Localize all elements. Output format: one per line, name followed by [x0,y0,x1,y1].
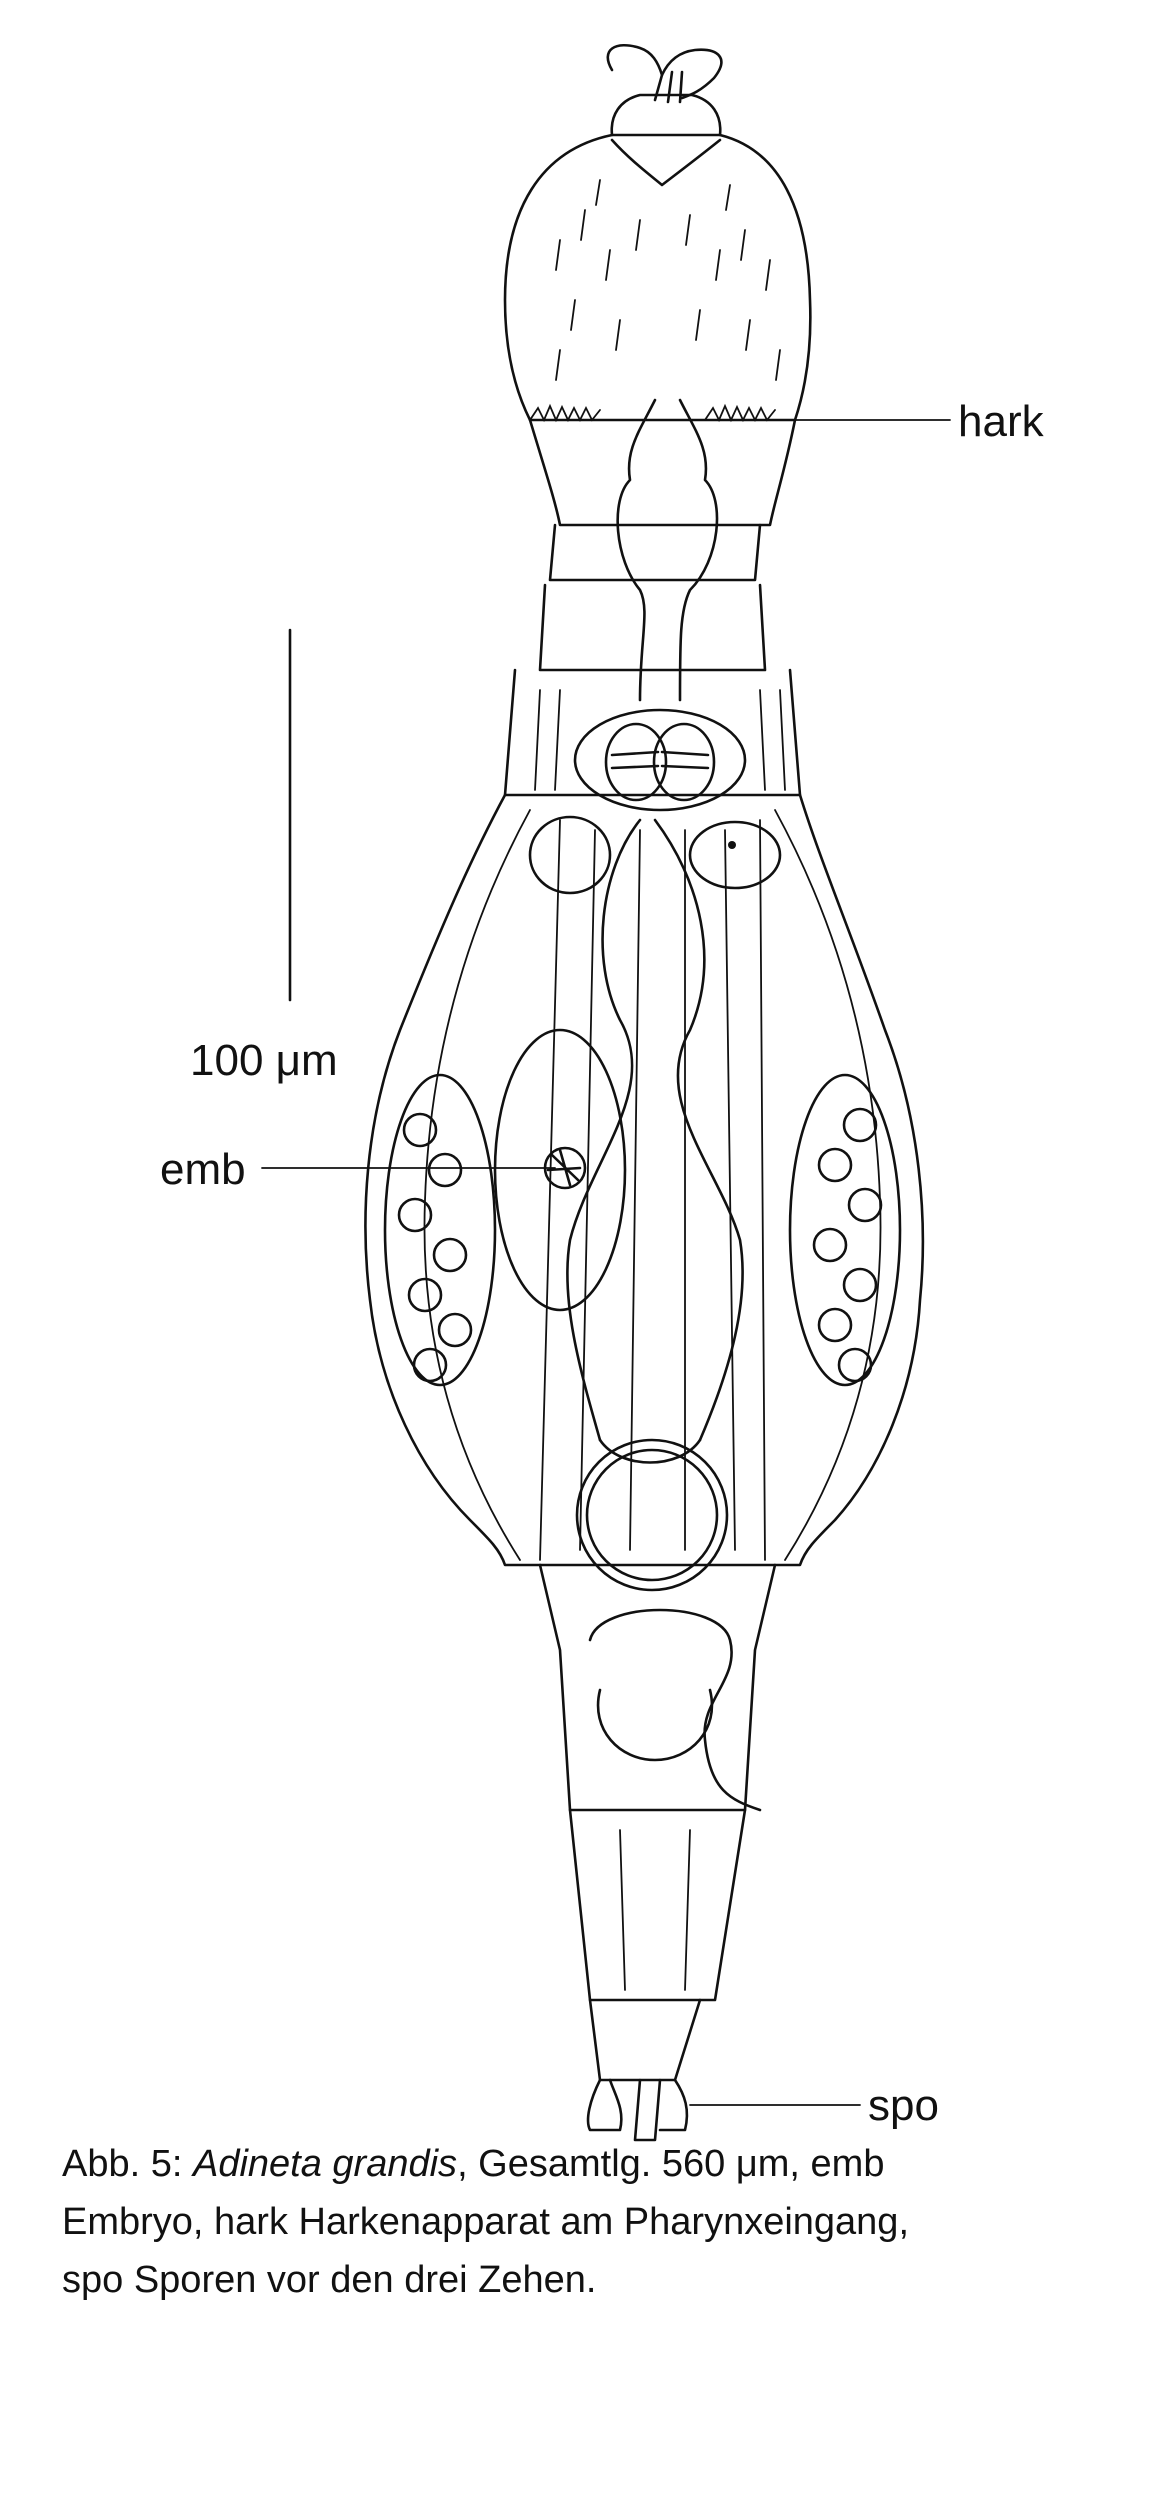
hark-callout: hark [794,397,1045,446]
lateral-glands [383,1073,902,1387]
spo-label: spo [868,2081,939,2130]
figure-caption: Abb. 5: Adineta grandis, Gesamtlg. 560 μ… [62,2135,1122,2309]
caption-prefix: Abb. 5: [62,2143,193,2185]
ovary-embryo [493,1028,627,1312]
caption-species: Adineta grandis [192,2143,458,2185]
caption-line1: , Gesamtlg. 560 μm, emb [457,2143,885,2185]
hark-label: hark [958,397,1045,446]
anterior-glands [528,815,782,895]
caption-line3: spo Sporen vor den drei Zehen. [62,2259,597,2301]
emb-callout: emb [160,1145,556,1194]
rostrum [606,43,723,137]
scale-bar: 100 μm [190,628,338,1085]
neck-segments [503,418,802,797]
caption-line2: Embryo, hark Harkenapparat am Pharynxein… [62,2201,910,2243]
head-region [503,133,812,423]
scale-label: 100 μm [190,1036,338,1085]
bladder [575,1438,729,1592]
spo-callout: spo [689,2081,939,2130]
pharynx [616,398,719,702]
foot [538,1563,777,2082]
emb-label: emb [160,1145,246,1194]
toes [586,2078,689,2142]
gut [566,818,744,1464]
mastax [573,708,747,812]
